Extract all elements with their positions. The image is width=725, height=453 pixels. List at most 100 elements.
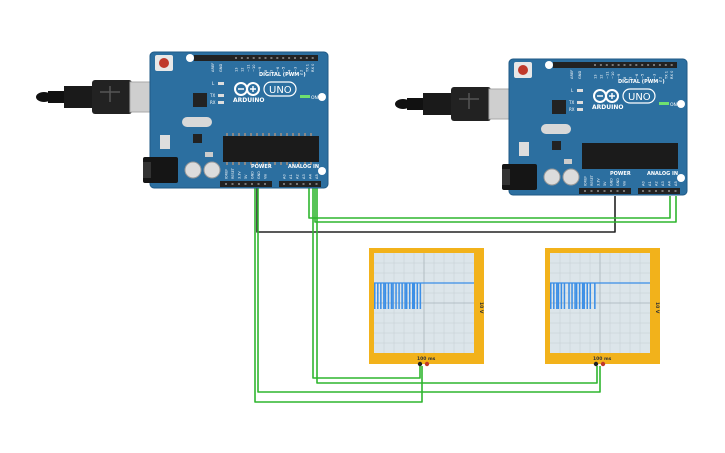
- digital-header[interactable]: [553, 62, 677, 68]
- signal-pulse: [377, 283, 379, 309]
- analog-pin[interactable]: [302, 183, 305, 185]
- analog-pin-label: A0: [642, 181, 646, 186]
- digital-pin-label: RX 0: [311, 63, 315, 72]
- digital-pin-label: ~9: [617, 73, 621, 79]
- wire-scope1-probe-a[interactable]: [312, 188, 421, 379]
- power-pin[interactable]: [590, 190, 593, 192]
- analog-header[interactable]: [279, 181, 321, 187]
- power-pin[interactable]: [231, 183, 234, 185]
- digital-pin[interactable]: [658, 64, 661, 66]
- wire-gnd-link[interactable]: [256, 188, 616, 233]
- power-pin-label: GND: [251, 171, 255, 179]
- rx-led-label: RX: [210, 100, 216, 105]
- power-pin[interactable]: [603, 190, 606, 192]
- power-pin[interactable]: [238, 183, 240, 185]
- power-pin[interactable]: [616, 190, 619, 192]
- digital-pin[interactable]: [276, 57, 279, 59]
- digital-pin[interactable]: [294, 57, 296, 59]
- oscilloscope-2[interactable]: 10 V 100 ms: [545, 248, 660, 367]
- digital-pin[interactable]: [594, 64, 596, 66]
- power-pin[interactable]: [257, 183, 260, 185]
- digital-pin[interactable]: [670, 64, 673, 66]
- power-pin[interactable]: [584, 190, 586, 192]
- rx-led-label: RX: [569, 107, 575, 112]
- analog-pin[interactable]: [648, 190, 651, 192]
- digital-pin[interactable]: [252, 57, 255, 59]
- digital-pin-label: ~6: [635, 73, 639, 79]
- analog-pin[interactable]: [309, 183, 311, 185]
- power-pin[interactable]: [225, 183, 227, 185]
- digital-pin[interactable]: [629, 64, 632, 66]
- digital-pin[interactable]: [653, 64, 655, 66]
- power-pin[interactable]: [251, 183, 253, 185]
- digital-pin[interactable]: [288, 57, 291, 59]
- digital-pin[interactable]: [282, 57, 285, 59]
- analog-pin[interactable]: [296, 183, 298, 185]
- digital-pin[interactable]: [246, 57, 249, 59]
- digital-pin[interactable]: [270, 57, 273, 59]
- digital-pin-label: ~5: [282, 67, 286, 72]
- digital-pin-label: 4: [288, 69, 292, 72]
- digital-pin[interactable]: [299, 57, 302, 59]
- digital-pin[interactable]: [258, 57, 261, 59]
- digital-header[interactable]: [194, 55, 318, 61]
- wire-a4-link[interactable]: [308, 188, 671, 219]
- analog-pin[interactable]: [655, 190, 657, 192]
- digital-pin[interactable]: [617, 64, 620, 66]
- scope-time-label: 100 ms: [417, 356, 436, 362]
- analog-pin[interactable]: [289, 183, 292, 185]
- wire-scope2-probe-a[interactable]: [316, 188, 598, 384]
- scope-probe-positive[interactable]: [424, 361, 430, 367]
- scope-time-label: 100 ms: [593, 356, 612, 362]
- wire-a5-link[interactable]: [314, 188, 677, 223]
- signal-pulse: [553, 283, 555, 309]
- wire-scope1-probe-b[interactable]: [254, 188, 423, 403]
- power-pin[interactable]: [244, 183, 247, 185]
- digital-pin[interactable]: [605, 64, 608, 66]
- analog-pin[interactable]: [668, 190, 670, 192]
- aref-pin-label: AREF: [211, 63, 215, 72]
- power-pin[interactable]: [597, 190, 599, 192]
- digital-pin[interactable]: [635, 64, 638, 66]
- analog-pin[interactable]: [674, 190, 677, 192]
- analog-pin[interactable]: [315, 183, 318, 185]
- digital-pin[interactable]: [235, 57, 237, 59]
- power-pin-label: GND: [616, 178, 620, 186]
- digital-pin[interactable]: [641, 64, 644, 66]
- digital-pin-label: ~11: [246, 64, 250, 72]
- signal-pulse: [398, 283, 400, 309]
- analog-pin[interactable]: [661, 190, 664, 192]
- digital-pin[interactable]: [599, 64, 602, 66]
- analog-pin[interactable]: [642, 190, 644, 192]
- digital-pin[interactable]: [664, 64, 667, 66]
- digital-pin[interactable]: [311, 57, 314, 59]
- digital-pin[interactable]: [305, 57, 308, 59]
- l-led-label: L: [212, 81, 215, 86]
- power-pin[interactable]: [610, 190, 612, 192]
- scope-probe-positive[interactable]: [600, 361, 606, 367]
- digital-pin[interactable]: [623, 64, 626, 66]
- digital-pin[interactable]: [611, 64, 614, 66]
- signal-pulse: [589, 283, 592, 309]
- analog-pin[interactable]: [283, 183, 285, 185]
- power-pin[interactable]: [264, 183, 266, 185]
- scope-probe-negative[interactable]: [417, 361, 423, 367]
- power-pin-label: 5V: [244, 174, 248, 179]
- digital-pin[interactable]: [240, 57, 243, 59]
- oscilloscope-1[interactable]: 10 V 100 ms: [369, 248, 484, 367]
- arduino-logo-icon: [234, 82, 260, 96]
- arduino-uno-2[interactable]: DIGITAL (PWM~) ARDUINO UNO ON L TX RX PO…: [395, 58, 688, 196]
- signal-pulse: [374, 283, 376, 309]
- analog-header[interactable]: [638, 188, 680, 194]
- digital-pin[interactable]: [264, 57, 267, 59]
- scope-probe-negative[interactable]: [593, 361, 599, 367]
- power-pin[interactable]: [623, 190, 625, 192]
- arduino-uno-1[interactable]: DIGITAL (PWM~) ARDUINO UNO ON L TX RX: [36, 51, 329, 189]
- wire-scope2-probe-b[interactable]: [257, 188, 601, 393]
- power-pin-label: Vin: [623, 181, 627, 186]
- signal-pulse: [563, 283, 566, 309]
- digital-pin-label: ~9: [258, 66, 262, 72]
- digital-pin[interactable]: [647, 64, 650, 66]
- signal-pulse: [395, 283, 397, 309]
